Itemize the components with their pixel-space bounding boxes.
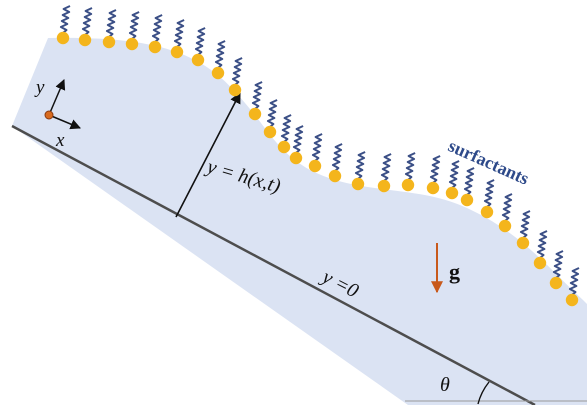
surfactant-molecule-icon bbox=[377, 179, 391, 193]
surfactant-molecule-icon bbox=[211, 66, 225, 80]
surfactant-molecule-icon bbox=[78, 33, 92, 47]
surfactant-molecule-icon bbox=[565, 293, 579, 307]
liquid-film bbox=[12, 37, 587, 405]
surfactant-tail bbox=[536, 230, 548, 259]
surfactant-molecule-icon bbox=[460, 193, 474, 207]
surfactant-tail bbox=[292, 125, 304, 154]
surfactant-tail bbox=[81, 7, 93, 36]
surfactant-tail bbox=[194, 27, 206, 56]
surfactant-molecule-icon bbox=[445, 186, 459, 200]
surfactant-tail bbox=[59, 5, 71, 34]
x-axis-label: x bbox=[55, 130, 65, 151]
surfactant-tail bbox=[128, 11, 140, 40]
surfactant-molecule-icon bbox=[533, 256, 547, 270]
substrate-line bbox=[11, 124, 536, 405]
height-arrow bbox=[175, 92, 241, 218]
surfactant-molecule-icon bbox=[125, 37, 139, 51]
surfactant-tail bbox=[331, 143, 343, 172]
surfactant-molecule-icon bbox=[426, 181, 440, 195]
surfactant-molecule-icon bbox=[401, 178, 415, 192]
surfactant-molecule-icon bbox=[351, 177, 365, 191]
surfactant-layer bbox=[56, 5, 580, 307]
gravity-label: g bbox=[449, 259, 460, 284]
surfactant-tail bbox=[311, 133, 323, 162]
surfactant-molecule-icon bbox=[102, 35, 116, 49]
surfactant-tail bbox=[105, 9, 117, 38]
surfactant-tail bbox=[266, 99, 278, 128]
surfactant-tail bbox=[448, 160, 460, 189]
y-axis-arrow bbox=[48, 79, 66, 116]
surfactant-molecule-icon bbox=[228, 83, 242, 97]
surfactant-tail bbox=[173, 19, 185, 48]
surfactant-tail bbox=[501, 193, 513, 222]
surfactant-molecule-icon bbox=[308, 159, 322, 173]
surfactant-tail bbox=[552, 250, 564, 279]
y-axis-label: y bbox=[34, 77, 45, 98]
surfactant-molecule-icon bbox=[289, 151, 303, 165]
surfactant-molecule-icon bbox=[170, 45, 184, 59]
surfactant-tail bbox=[151, 14, 163, 43]
surfactant-molecule-icon bbox=[56, 31, 70, 45]
surfactant-tail bbox=[231, 57, 243, 86]
coordinate-axes-icon bbox=[44, 79, 81, 130]
surfactant-molecule-icon bbox=[263, 125, 277, 139]
surfactant-tail bbox=[519, 210, 531, 239]
surfactant-molecule-icon bbox=[498, 219, 512, 233]
surfactant-molecule-icon bbox=[549, 276, 563, 290]
angle-arc bbox=[477, 381, 490, 405]
surfactant-tail bbox=[354, 151, 366, 180]
origin-dot bbox=[44, 110, 54, 120]
surfactant-tail bbox=[214, 40, 226, 69]
surfactant-tail bbox=[463, 167, 475, 196]
x-axis-arrow bbox=[48, 114, 81, 130]
surfactant-tail bbox=[404, 152, 416, 181]
surfactant-tail bbox=[483, 179, 495, 208]
surfactant-tail bbox=[429, 155, 441, 184]
surfactant-molecule-icon bbox=[277, 140, 291, 154]
surfactant-molecule-icon bbox=[248, 107, 262, 121]
surfactant-molecule-icon bbox=[328, 169, 342, 183]
angle-label: θ bbox=[440, 374, 450, 396]
surfactant-tail bbox=[251, 81, 263, 110]
surfactant-tail bbox=[380, 153, 392, 182]
surfactant-molecule-icon bbox=[148, 40, 162, 54]
surfactant-tail bbox=[280, 114, 292, 143]
surfactant-tail bbox=[568, 267, 580, 296]
surfactant-molecule-icon bbox=[191, 53, 205, 67]
surfactant-molecule-icon bbox=[480, 205, 494, 219]
surfactant-molecule-icon bbox=[516, 236, 530, 250]
